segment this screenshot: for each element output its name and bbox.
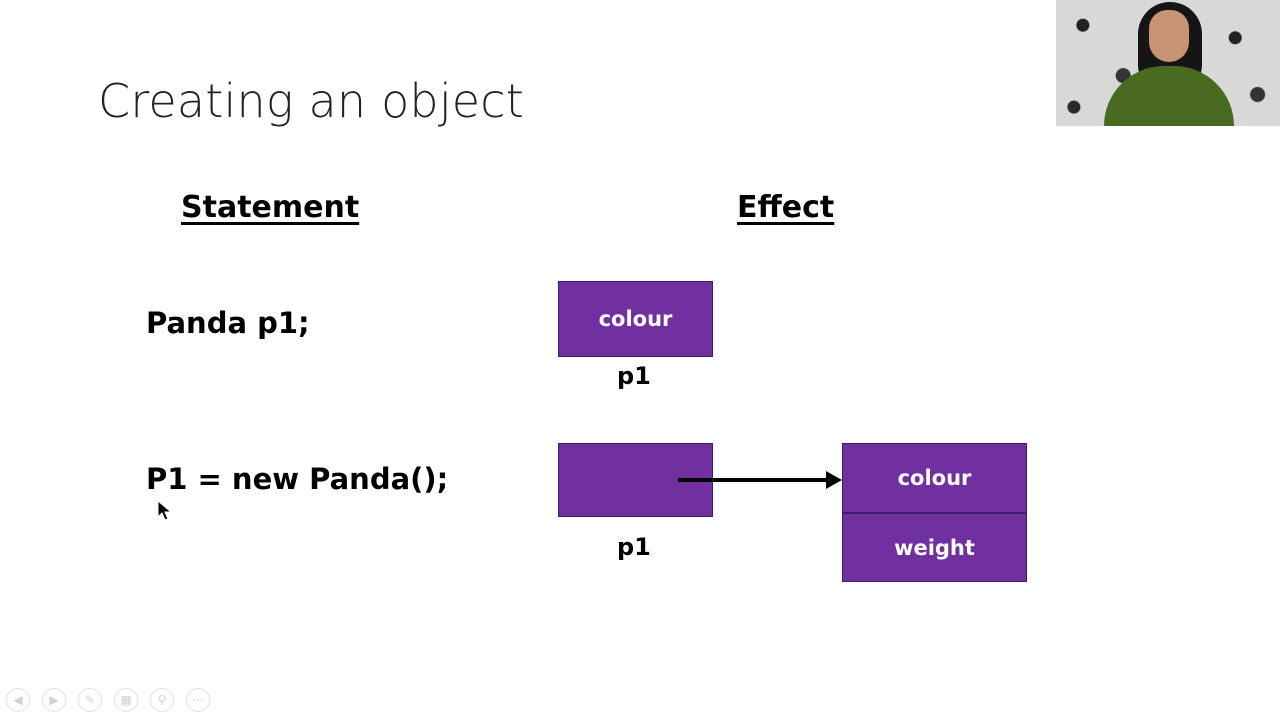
reference-label-p1-assigned: p1 (617, 533, 651, 561)
object-field-label: colour (897, 466, 972, 490)
statement-declaration: Panda p1; (146, 306, 310, 340)
pen-icon[interactable]: ✎ (78, 688, 102, 712)
statement-heading: Statement (181, 190, 360, 225)
reference-box-p1-declared: colour (558, 281, 713, 357)
presenter-body (1104, 66, 1234, 126)
object-field-weight: weight (842, 513, 1027, 582)
object-field-label: weight (894, 535, 975, 560)
presenter-face (1149, 10, 1189, 62)
effect-heading: Effect (737, 190, 835, 225)
more-icon[interactable]: ⋯ (186, 688, 210, 712)
object-field-colour: colour (842, 443, 1027, 513)
slides-icon[interactable]: ▦ (114, 688, 138, 712)
reference-label-p1-declared: p1 (617, 362, 651, 390)
presenter-webcam (1056, 0, 1280, 126)
slide-title: Creating an object (98, 74, 525, 128)
slideshow-toolbar: ◀ ▶ ✎ ▦ ⚲ ⋯ (6, 688, 210, 712)
prev-icon[interactable]: ◀ (6, 688, 30, 712)
reference-box-field-label: colour (598, 307, 673, 331)
statement-instantiation: P1 = new Panda(); (146, 462, 449, 496)
mouse-cursor-icon (157, 500, 173, 521)
next-icon[interactable]: ▶ (42, 688, 66, 712)
zoom-icon[interactable]: ⚲ (150, 688, 174, 712)
